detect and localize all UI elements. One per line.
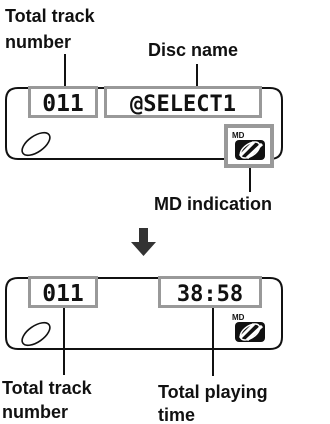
top-md-badge-text: MD xyxy=(232,131,245,140)
top-display: 011 @SELECT1 MD xyxy=(5,86,283,168)
md-logo-icon: MD xyxy=(232,131,265,160)
bottom-md-badge-text: MD xyxy=(232,313,245,322)
disc-icon xyxy=(21,321,51,347)
top-disc-name-readout: @SELECT1 xyxy=(130,92,236,117)
bottom-total-time-label-line2: time xyxy=(158,405,195,424)
bottom-track-readout: 011 xyxy=(42,281,84,307)
bottom-total-track-label-line1: Total track xyxy=(2,378,93,398)
bottom-total-track-label-line2: number xyxy=(2,402,68,422)
bottom-total-time-label-line1: Total playing xyxy=(158,382,268,402)
md-indication-label: MD indication xyxy=(154,194,272,214)
bottom-display: 011 38:58 MD xyxy=(5,276,283,350)
top-disc-name-label: Disc name xyxy=(148,40,238,60)
top-total-track-label-line2: number xyxy=(5,32,71,52)
bottom-time-readout: 38:58 xyxy=(177,282,243,307)
down-arrow-icon xyxy=(131,228,156,256)
top-track-readout: 011 xyxy=(42,91,84,117)
top-total-track-label-line1: Total track xyxy=(5,6,96,26)
disc-icon xyxy=(21,131,51,157)
md-logo-icon: MD xyxy=(232,313,265,342)
